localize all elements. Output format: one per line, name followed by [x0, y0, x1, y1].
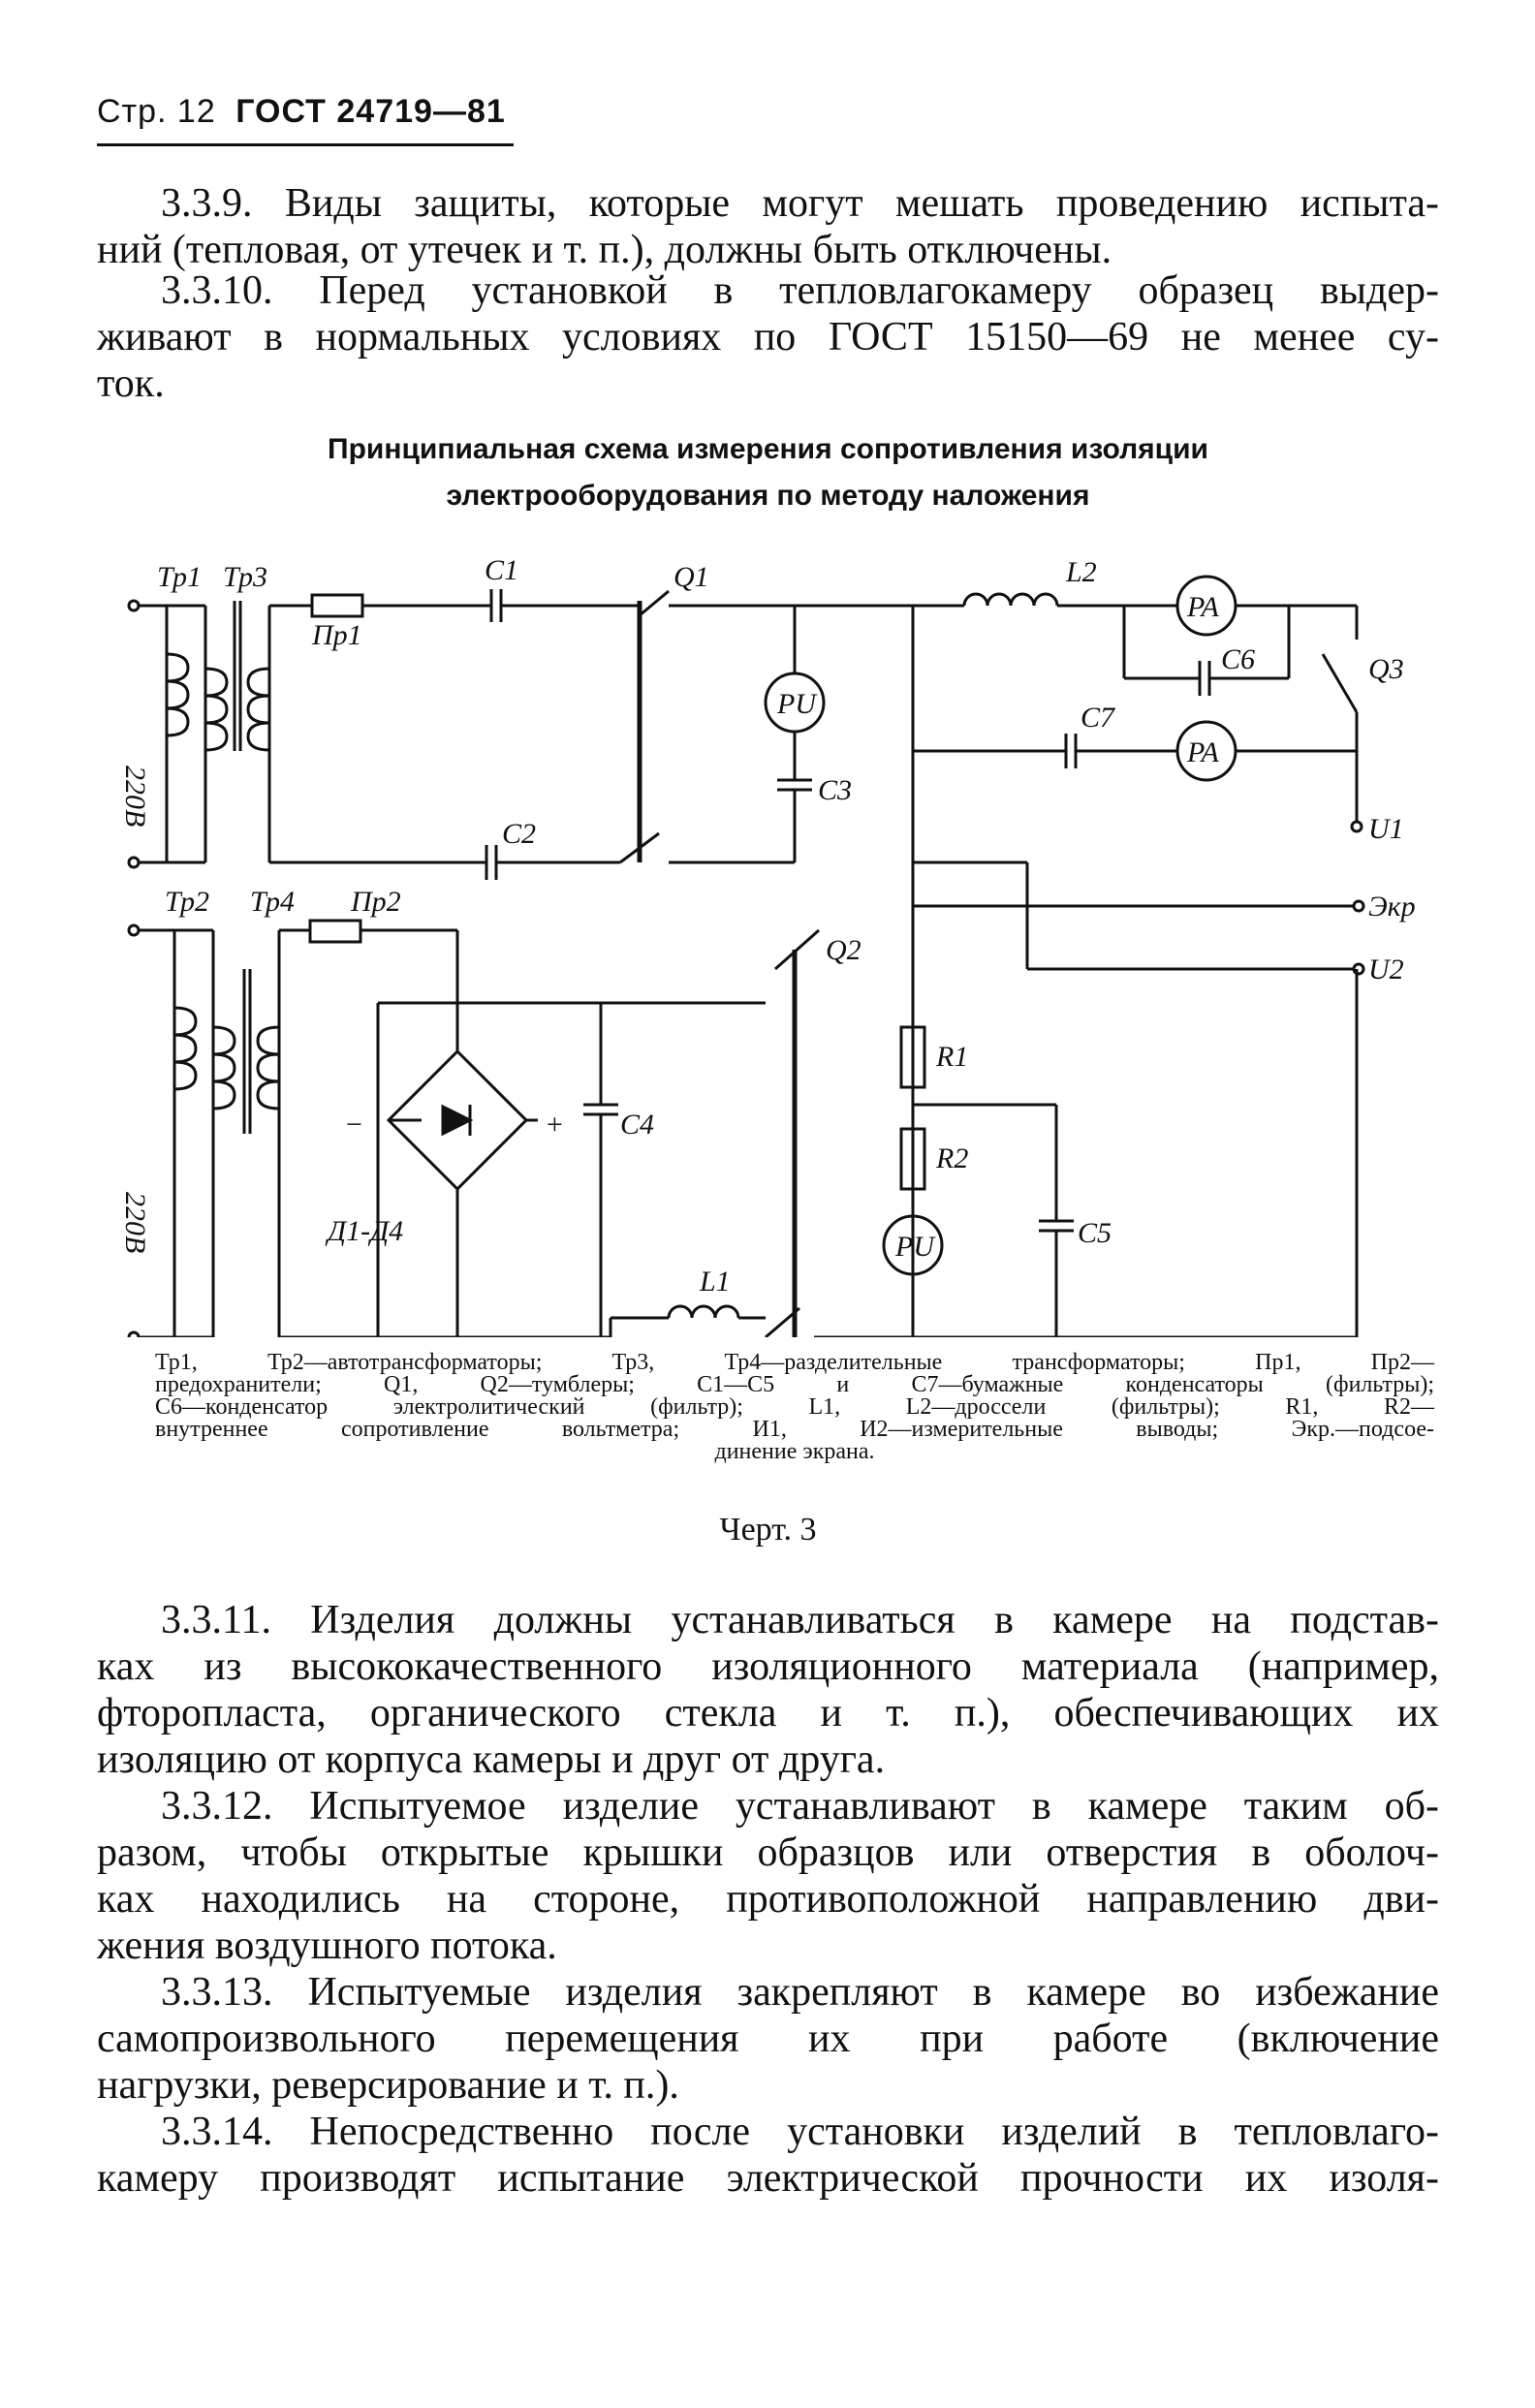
- label-tr1: Тр1: [157, 561, 202, 593]
- legend-line: Тр1, Тр2—автотрансформаторы; Тр3, Тр4—ра…: [155, 1350, 1434, 1375]
- label-u1: U1: [1368, 813, 1404, 845]
- label-220v-bottom: 220В: [119, 1192, 151, 1253]
- legend-line: динение экрана.: [714, 1439, 875, 1464]
- label-r2: R2: [935, 1142, 968, 1174]
- text-line: ках из высококачественного изоляционного…: [97, 1644, 1439, 1689]
- terminal: [127, 599, 141, 612]
- legend-line: С6—конденсатор электролитический (фильтр…: [155, 1394, 1434, 1420]
- paragraph-3-3-12: 3.3.12. Испытуемое изделие устанавливают…: [97, 1783, 1439, 1969]
- label-minus: −: [344, 1109, 363, 1141]
- label-l2: L2: [1065, 556, 1097, 588]
- label-diodes: Д1-Д4: [325, 1215, 403, 1247]
- paragraph-3-3-9: 3.3.9. Виды защиты, которые могут мешать…: [97, 180, 1439, 273]
- label-r1: R1: [935, 1041, 968, 1073]
- tr3-secondary: [246, 667, 270, 752]
- label-c4: С4: [620, 1109, 654, 1141]
- label-c7: С7: [1081, 702, 1116, 734]
- text-line: 3.3.9. Виды защиты, которые могут мешать…: [161, 181, 1439, 226]
- label-220v-top: 220В: [119, 766, 151, 827]
- tr3-primary: [204, 667, 229, 752]
- text-line: 3.3.11. Изделия должны устанавливаться в…: [161, 1598, 1439, 1642]
- figure-title-line: Принципиальная схема измерения сопротивл…: [328, 433, 1208, 465]
- page-header: Стр. 12 ГОСТ 24719—81: [97, 93, 506, 131]
- text-line: фторопласта, органического стекла и т. п…: [97, 1691, 1439, 1736]
- text-line: нагрузки, реверсирование и т. п.).: [97, 2063, 679, 2108]
- circuit-schematic: Тр1 Тр3 Пр1 С1 Q1 С2 С3 PU L2 PA С6 Q3 С…: [119, 554, 1416, 1337]
- label-pr1: Пр1: [311, 619, 362, 651]
- paragraph-3-3-10: 3.3.10. Перед установкой в тепловлагокам…: [97, 267, 1439, 407]
- text-line: разом, чтобы открытые крышки образцов ил…: [97, 1830, 1439, 1875]
- label-pa-top: PA: [1186, 591, 1219, 623]
- choke-l2: [962, 592, 1059, 607]
- terminal: [127, 856, 141, 869]
- label-q1: Q1: [674, 561, 709, 593]
- label-pr2: Пр2: [350, 886, 401, 918]
- label-pu-top: PU: [776, 688, 818, 720]
- text-line: 3.3.10. Перед установкой в тепловлагокам…: [161, 268, 1439, 313]
- fuse-pr2: [308, 919, 362, 944]
- text-line: ний (тепловая, от утечек и т. п.), должн…: [97, 228, 1112, 272]
- terminal: [127, 1330, 141, 1337]
- label-plus: +: [545, 1109, 564, 1141]
- figure-caption: Черт. 3: [719, 1512, 817, 1548]
- tr4-primary: [212, 1025, 236, 1110]
- label-tr3: Тр3: [223, 561, 267, 593]
- label-c2: С2: [502, 818, 536, 850]
- label-pu-bottom: PU: [894, 1231, 936, 1263]
- paragraph-3-3-14: 3.3.14. Непосредственно после установки …: [97, 2109, 1439, 2202]
- page-number: Стр. 12: [97, 93, 216, 130]
- paragraph-3-3-11: 3.3.11. Изделия должны устанавливаться в…: [97, 1597, 1439, 1783]
- legend-line: предохранители; Q1, Q2—тумблеры; С1—С5 и…: [155, 1372, 1434, 1397]
- header-rule: [97, 143, 514, 146]
- terminal-u1: [1350, 820, 1363, 833]
- switch-q1-blade: [639, 589, 670, 617]
- label-l1: L1: [699, 1266, 731, 1298]
- label-c5: С5: [1078, 1217, 1112, 1249]
- legend-line: внутреннее сопротивление вольтметра; И1,…: [155, 1417, 1434, 1442]
- fuse-pr1: [310, 593, 364, 618]
- text-line: камеру производят испытание электрическо…: [97, 2156, 1439, 2201]
- label-c6: С6: [1221, 643, 1255, 675]
- terminal-ekr: [1352, 899, 1365, 913]
- text-line: 3.3.12. Испытуемое изделие устанавливают…: [161, 1784, 1439, 1829]
- label-c1: С1: [485, 554, 518, 586]
- text-line: ток.: [97, 361, 165, 406]
- text-line: ках находились на стороне, противоположн…: [97, 1877, 1439, 1922]
- label-c3: С3: [818, 774, 852, 806]
- figure-title: Принципиальная схема измерения сопротивл…: [97, 426, 1439, 519]
- label-pa-mid: PA: [1186, 736, 1219, 768]
- figure-title-line: электрооборудования по методу наложения: [446, 480, 1090, 512]
- text-line: самопроизвольного перемещения их при раб…: [97, 2017, 1439, 2061]
- text-line: изоляцию от корпуса камеры и друг от дру…: [97, 1737, 886, 1782]
- tr1-coil: [166, 652, 190, 737]
- paragraph-3-3-13: 3.3.13. Испытуемые изделия закрепляют в …: [97, 1969, 1439, 2109]
- tr2-coil: [173, 1006, 198, 1091]
- label-tr2: Тр2: [165, 886, 209, 918]
- switch-q2-blade: [774, 928, 820, 971]
- text-line: 3.3.13. Испытуемые изделия закрепляют в …: [161, 1970, 1439, 2015]
- label-tr4: Тр4: [250, 886, 295, 918]
- switch-q3-blade: [1321, 653, 1359, 713]
- text-line: жения воздушного потока.: [97, 1923, 557, 1968]
- text-line: живают в нормальных условиях по ГОСТ 151…: [97, 315, 1439, 360]
- terminal-u2: [1352, 962, 1365, 976]
- figure-legend: Тр1, Тр2—автотрансформаторы; Тр3, Тр4—ра…: [155, 1350, 1434, 1464]
- text-line: 3.3.14. Непосредственно после установки …: [161, 2110, 1439, 2154]
- label-q3: Q3: [1368, 653, 1404, 685]
- standard-number: ГОСТ 24719—81: [235, 93, 506, 130]
- tr4-secondary: [256, 1025, 280, 1110]
- label-ekr: Экр: [1368, 891, 1416, 923]
- label-q2: Q2: [826, 934, 861, 966]
- terminal: [127, 923, 141, 937]
- label-u2: U2: [1368, 954, 1404, 985]
- choke-l1: [667, 1304, 740, 1319]
